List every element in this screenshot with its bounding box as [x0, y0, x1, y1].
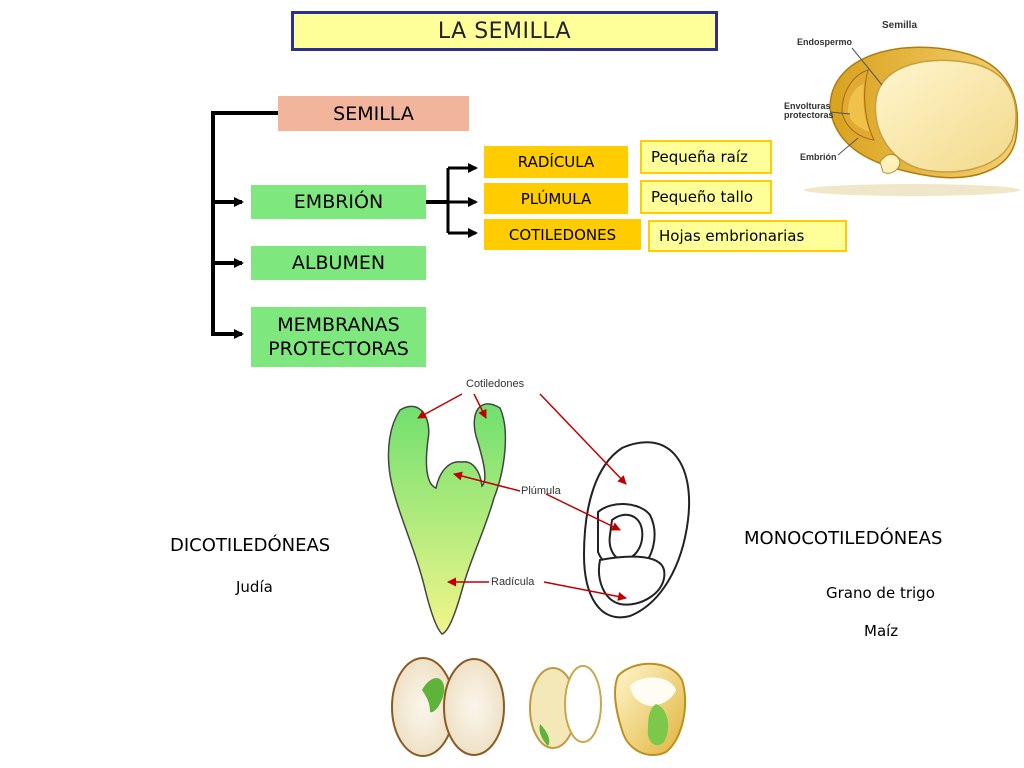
radicle-figure-label: Radícula: [491, 576, 535, 588]
monocot-example-corn: Maíz: [864, 622, 899, 640]
cotyledons-box: COTILEDONES: [484, 219, 641, 250]
radicle-definition: Pequeña raíz: [640, 140, 772, 174]
monocot-example-wheat: Grano de trigo: [826, 584, 935, 602]
seed-root-box: SEMILLA: [278, 96, 469, 131]
embryo-box: EMBRIÓN: [251, 185, 426, 219]
membranes-label-line2: PROTECTORAS: [268, 338, 409, 360]
endosperm-label: Endospermo: [797, 37, 853, 47]
plumule-definition: Pequeño tallo: [640, 180, 772, 214]
plumule-box: PLÚMULA: [484, 183, 628, 214]
albumen-box: ALBUMEN: [251, 246, 426, 280]
plumule-figure-label: Plúmula: [521, 485, 561, 497]
protective-coverings-line2: protectoras: [784, 110, 834, 120]
dicot-heading: DICOTILEDÓNEAS: [170, 535, 331, 556]
seed-illustration-title: Semilla: [882, 20, 918, 31]
page-title: LA SEMILLA: [291, 11, 718, 51]
protective-coverings-line1: Envolturas: [784, 101, 831, 111]
cotyledons-definition: Hojas embrionarias: [648, 220, 847, 252]
monocot-heading: MONOCOTILEDÓNEAS: [744, 528, 943, 549]
protective-membranes-box: MEMBRANAS PROTECTORAS: [251, 307, 426, 367]
embryo-illustration-label: Embrión: [800, 152, 837, 162]
protective-coverings-label: Envolturas protectoras: [784, 102, 834, 120]
dicot-example-bean: Judía: [236, 578, 273, 596]
membranes-label-line1: MEMBRANAS: [277, 314, 400, 336]
cotyledons-figure-label: Cotiledones: [466, 378, 525, 390]
radicle-box: RADÍCULA: [484, 146, 628, 178]
